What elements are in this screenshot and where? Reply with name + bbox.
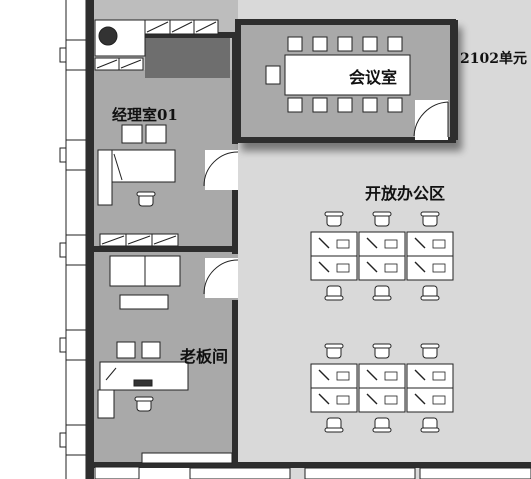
meeting-door	[413, 100, 449, 140]
meeting-room-label: 会议室	[349, 68, 398, 87]
workstation-cluster-2	[310, 343, 454, 433]
workstation-cluster-1	[310, 211, 454, 301]
boss-desk	[97, 341, 189, 419]
outer-wall	[86, 0, 94, 479]
exterior-strip	[0, 0, 87, 479]
top-cabinet	[94, 19, 219, 71]
open-office-label: 开放办公区	[365, 184, 446, 203]
manager-desk	[97, 124, 176, 207]
top-left-block	[145, 38, 230, 78]
unit-label: 2102单元	[460, 51, 527, 67]
manager-door	[203, 150, 239, 190]
bottom-cabinets	[94, 452, 531, 479]
boss-sofa	[109, 255, 181, 310]
boss-office-label: 老板间	[180, 347, 229, 366]
manager-office-label: 经理室01	[112, 106, 178, 124]
manager-cabinet	[99, 233, 179, 247]
meeting-table	[265, 36, 411, 113]
boss-door	[203, 258, 239, 298]
